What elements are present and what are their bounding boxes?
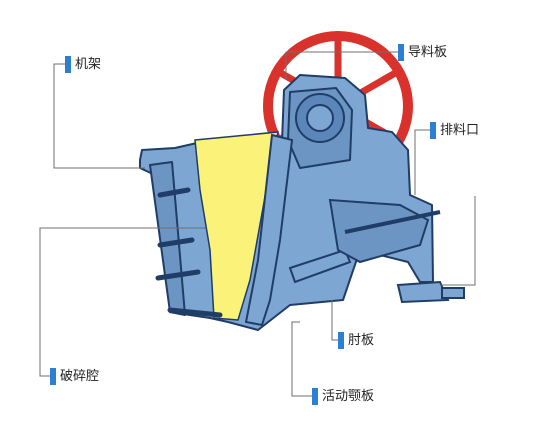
label-marker bbox=[65, 55, 71, 73]
label-marker bbox=[50, 367, 56, 385]
label-frame-text: 机架 bbox=[75, 56, 102, 72]
label-guide-plate-text: 导料板 bbox=[408, 44, 448, 60]
label-marker bbox=[398, 43, 404, 61]
label-discharge-opening-text: 排料口 bbox=[440, 122, 480, 138]
swing-jaw bbox=[244, 133, 294, 327]
label-discharge-opening: 排料口 bbox=[430, 121, 479, 139]
label-crushing-chamber: 破碎腔 bbox=[50, 367, 99, 385]
label-toggle-plate-text: 肘板 bbox=[348, 332, 375, 348]
label-frame: 机架 bbox=[65, 55, 101, 73]
leader-lines bbox=[39, 51, 476, 397]
label-swing-jaw-text: 活动颚板 bbox=[322, 388, 375, 404]
label-marker bbox=[430, 121, 436, 139]
label-crushing-chamber-text: 破碎腔 bbox=[60, 368, 100, 384]
toggle-plate-assembly bbox=[288, 198, 465, 304]
label-guide-plate: 导料板 bbox=[398, 43, 447, 61]
label-swing-jaw: 活动颚板 bbox=[312, 387, 374, 405]
label-marker bbox=[312, 387, 318, 405]
label-toggle-plate: 肘板 bbox=[338, 331, 374, 349]
fixed-jaw-ribs bbox=[155, 187, 223, 318]
label-marker bbox=[338, 331, 344, 349]
crusher-frame bbox=[139, 74, 434, 331]
